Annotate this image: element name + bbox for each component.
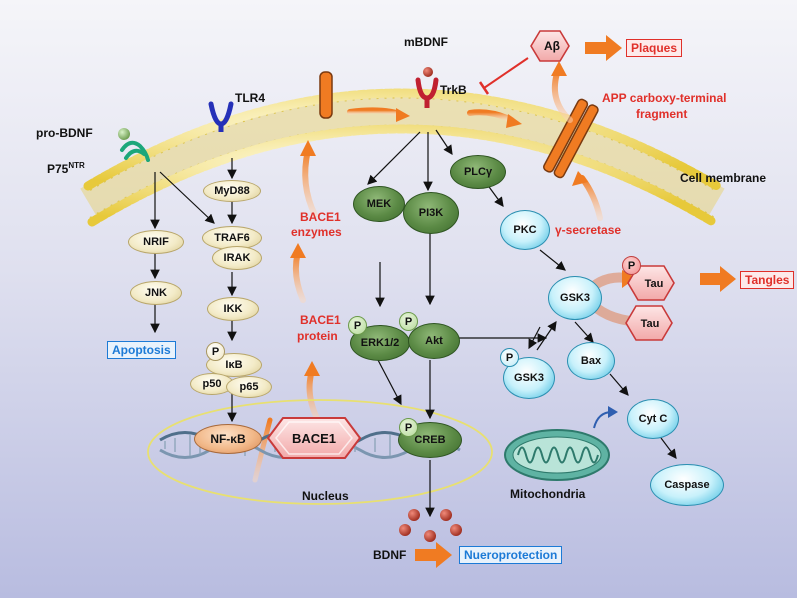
pro-bdnf-ligand-icon bbox=[118, 128, 130, 140]
p50-node: p50 bbox=[190, 373, 234, 395]
irak-node: IRAK bbox=[212, 246, 262, 270]
bace1-hexagon-label: BACE1 bbox=[291, 430, 337, 446]
mbdnf-ligand-icon bbox=[423, 67, 433, 77]
mitochondria-label: Mitochondria bbox=[510, 487, 586, 501]
nucleus-boundary bbox=[147, 399, 493, 505]
mek-node: MEK bbox=[353, 186, 405, 222]
plaques-label: Plaques bbox=[626, 39, 683, 57]
apoptosis-label: Apoptosis bbox=[107, 341, 176, 359]
myd88-node: MyD88 bbox=[203, 180, 261, 202]
pro-bdnf-label: pro-BDNF bbox=[36, 126, 93, 140]
jnk-node: JNK bbox=[130, 281, 182, 305]
mitochondria-icon bbox=[504, 429, 610, 481]
receptor-bars bbox=[319, 71, 599, 179]
orange-arrows bbox=[415, 35, 736, 568]
gamma-secretase-label: γ-secretase bbox=[555, 223, 622, 237]
abeta-label: Aβ bbox=[544, 39, 560, 53]
bax-node: Bax bbox=[567, 342, 615, 380]
bace1-hexagon bbox=[266, 417, 362, 459]
p75-label: P75NTR bbox=[47, 161, 85, 176]
creb-phospho-badge: P bbox=[399, 418, 418, 437]
bace1-protein-label-line1: BACE1 bbox=[300, 313, 341, 327]
erk-phospho-badge: P bbox=[348, 316, 367, 335]
gsk3-phospho-badge: P bbox=[500, 348, 519, 367]
abeta-hexagon bbox=[530, 30, 570, 62]
pi3k-node: PI3K bbox=[403, 192, 459, 234]
tau-phospho-label: Tau bbox=[644, 278, 664, 290]
nfkb-node: NF-κB bbox=[194, 424, 262, 454]
tangles-label: Tangles bbox=[740, 271, 795, 289]
trkb-label: TrkB bbox=[440, 83, 467, 97]
bdnf-label: BDNF bbox=[373, 548, 407, 562]
neuroprotection-label: Nueroprotection bbox=[459, 546, 563, 564]
signaling-arrows bbox=[150, 129, 677, 518]
p75-superscript: NTR bbox=[68, 161, 85, 170]
p65-node: p65 bbox=[226, 376, 272, 398]
akt-node: Akt bbox=[408, 323, 460, 359]
plcg-node: PLCγ bbox=[450, 155, 506, 189]
erk-node: ERK1/2 bbox=[350, 325, 410, 361]
nucleus-label: Nucleus bbox=[302, 489, 349, 503]
app-fragment-label-line2: fragment bbox=[636, 107, 688, 121]
gsk3-node: GSK3 bbox=[548, 276, 602, 320]
nrif-node: NRIF bbox=[128, 230, 184, 254]
mbdnf-label: mBDNF bbox=[404, 35, 448, 49]
bace1-protein-label-line2: protein bbox=[297, 329, 338, 343]
cytc-node: Cyt C bbox=[627, 399, 679, 439]
ikk-node: IKK bbox=[207, 297, 259, 321]
p75-text: P75 bbox=[47, 162, 69, 176]
caspase-node: Caspase bbox=[650, 464, 724, 506]
tau-label: Tau bbox=[640, 318, 660, 330]
tau-phospho-badge: P bbox=[622, 256, 641, 275]
akt-phospho-badge: P bbox=[399, 312, 418, 331]
p75-receptor-icon bbox=[120, 140, 150, 162]
ikb-phospho-badge: P bbox=[206, 342, 225, 361]
gsk3-phospho-node: GSK3 bbox=[503, 357, 555, 399]
tau-hexagon bbox=[625, 305, 673, 341]
tlr4-label: TLR4 bbox=[235, 91, 265, 105]
curved-arrowheads bbox=[290, 61, 588, 376]
bdnf-secretion-icon bbox=[399, 509, 462, 542]
bace1-enzymes-label-line2: enzymes bbox=[291, 225, 342, 239]
bace1-enzymes-label-line1: BACE1 bbox=[300, 210, 341, 224]
cell-membrane-label: Cell membrane bbox=[680, 171, 767, 185]
pkc-node: PKC bbox=[500, 210, 550, 250]
app-fragment-label-line1: APP carboxy-terminal bbox=[602, 91, 727, 105]
